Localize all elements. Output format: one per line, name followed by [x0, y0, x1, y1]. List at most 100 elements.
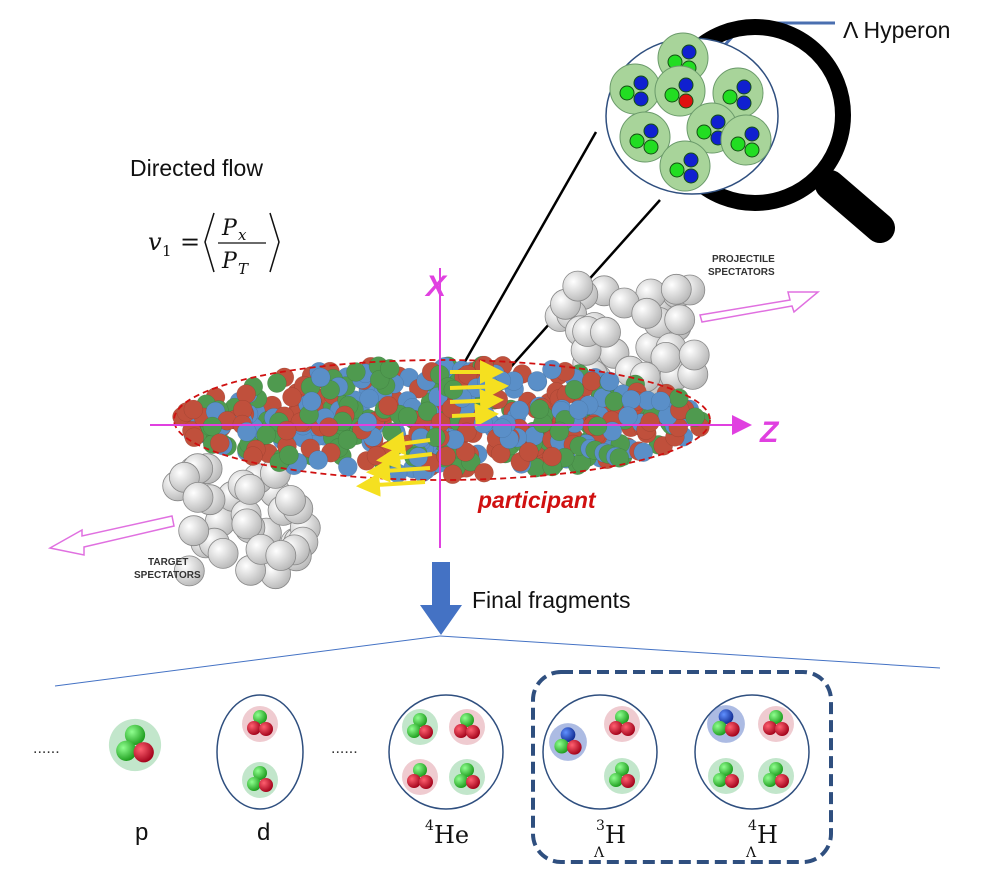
target-spectator-nucleons: [162, 453, 321, 590]
fragment-label-d: d: [257, 819, 270, 846]
fragment-label-p: p: [135, 819, 148, 846]
quark: [633, 91, 649, 107]
nucleon: [490, 443, 511, 464]
formula-px-sub: x: [238, 226, 247, 244]
spectator-nucleon: [664, 304, 696, 336]
nucleus: [720, 114, 772, 166]
fan-line-left: [54, 635, 441, 687]
quark: [615, 710, 629, 724]
nucleon: [338, 457, 358, 477]
nucleon: [184, 427, 204, 448]
nucleon: [279, 445, 299, 465]
zoom-line: [461, 131, 598, 366]
quark: [253, 766, 267, 780]
quark: [775, 774, 789, 788]
quark: [454, 774, 468, 788]
spectator-nucleon: [207, 538, 239, 569]
spectator-nucleon: [265, 540, 297, 571]
quark: [615, 762, 629, 776]
quark: [718, 709, 734, 725]
target-label-1: TARGET: [148, 557, 188, 568]
nucleon: [568, 400, 589, 420]
nucleon: [243, 446, 263, 466]
fragment-mass-he4: 4: [425, 818, 434, 834]
flow-arrow: [356, 472, 426, 497]
quark: [259, 778, 273, 792]
ellipsis-left: ......: [33, 740, 60, 757]
projectile-label-1: PROJECTILE: [712, 254, 775, 265]
ellipsis-middle: ......: [331, 740, 358, 757]
nucleon: [621, 389, 641, 410]
nucleon: [380, 359, 400, 379]
spectator-nucleon: [275, 485, 306, 516]
final-fragments-label: Final fragments: [472, 587, 631, 613]
fragment-nucleons: [108, 705, 794, 798]
formula-v: v: [148, 228, 162, 256]
fragment-mass-h4l: 4: [748, 818, 757, 834]
quark: [643, 139, 659, 155]
fragment-label-h3l: H: [605, 821, 626, 849]
quark: [763, 773, 777, 787]
nucleon: [308, 450, 328, 470]
fragment-label-he4: He: [434, 821, 469, 849]
down-arrow-icon: [420, 562, 462, 635]
nucleon: [442, 464, 463, 485]
hypernuclei-dashed-box: [531, 670, 833, 864]
quark: [419, 775, 433, 789]
nucleon: [183, 399, 204, 420]
quark: [678, 77, 694, 93]
quark: [133, 742, 154, 763]
quark: [722, 89, 738, 105]
nucleon: [549, 421, 570, 442]
nucleon: [366, 446, 387, 466]
quark: [724, 721, 740, 737]
nucleon: [581, 371, 602, 391]
nucleon: [210, 433, 230, 453]
nucleon: [337, 430, 358, 450]
nucleus: [609, 63, 661, 115]
formula-pt-sub: T: [238, 260, 249, 278]
nucleon: [587, 416, 608, 436]
quark: [669, 162, 685, 178]
quark: [730, 136, 746, 152]
quark: [609, 773, 623, 787]
quark: [619, 85, 635, 101]
nucleon: [378, 395, 398, 416]
quark: [466, 725, 480, 739]
spectator-nucleon: [678, 339, 710, 371]
nucleon: [310, 367, 331, 388]
quark: [719, 762, 733, 776]
nucleon: [276, 420, 297, 441]
nucleon: [318, 417, 339, 437]
directed-flow-title: Directed flow: [130, 155, 263, 181]
fragment-mass-h3l: 3: [596, 818, 605, 834]
nucleon: [457, 364, 478, 385]
quark: [454, 724, 468, 738]
nucleon: [651, 391, 671, 411]
quark: [725, 774, 739, 788]
nucleon: [473, 413, 494, 434]
quark: [413, 713, 427, 727]
quark: [566, 739, 582, 755]
quark: [681, 44, 697, 60]
nucleon: [527, 371, 547, 391]
flow-arrow: [449, 374, 509, 399]
nucleon: [357, 412, 378, 432]
fragment-label-h4l: H: [757, 821, 778, 849]
nucleon: [529, 399, 550, 419]
participant-region: [173, 359, 711, 481]
hyperhydrogen4-boundary: [694, 694, 810, 810]
quark: [413, 763, 427, 777]
nucleon: [633, 442, 654, 462]
participant-label: participant: [477, 487, 597, 513]
target-direction-arrow: [47, 515, 175, 556]
quark: [419, 725, 433, 739]
nucleon: [237, 422, 257, 442]
quark: [609, 721, 623, 735]
quark: [253, 710, 267, 724]
quark: [633, 75, 649, 91]
nucleon: [455, 442, 476, 462]
nucleon: [301, 391, 322, 412]
deuteron-boundary: [216, 694, 304, 810]
nucleon: [618, 406, 638, 426]
